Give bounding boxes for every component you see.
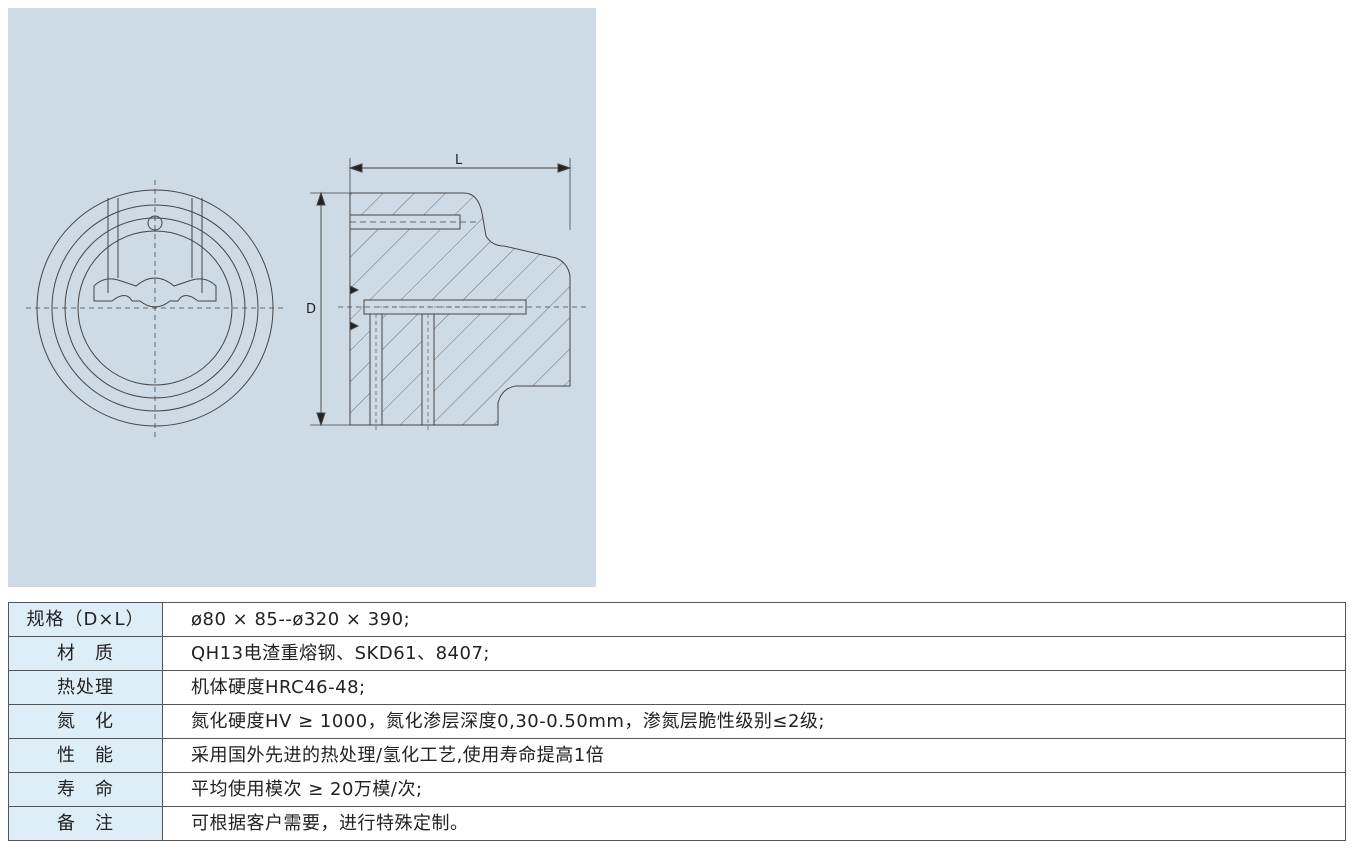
spec-value: 氮化硬度HV ≥ 1000，氮化渗层深度0,30-0.50mm，渗氮层脆性级别≤… — [162, 704, 1346, 739]
dimension-diameter-label: D — [306, 302, 316, 317]
table-row: 材 质 QH13电渣重熔钢、SKD61、8407; — [8, 636, 1346, 671]
front-view — [26, 180, 286, 438]
table-row: 寿 命 平均使用模次 ≥ 20万模/次; — [8, 772, 1346, 807]
section-view — [310, 158, 586, 433]
spec-value: 采用国外先进的热处理/氢化工艺,使用寿命提高1倍 — [162, 738, 1346, 773]
spec-value: QH13电渣重熔钢、SKD61、8407; — [162, 636, 1346, 671]
table-row: 热处理 机体硬度HRC46-48; — [8, 670, 1346, 705]
spec-label: 规格（D×L） — [8, 602, 163, 637]
die-insert-technical-drawing: L D — [26, 153, 586, 438]
table-row: 氮 化 氮化硬度HV ≥ 1000，氮化渗层深度0,30-0.50mm，渗氮层脆… — [8, 704, 1346, 739]
spec-label: 热处理 — [8, 670, 163, 705]
spec-label: 寿 命 — [8, 772, 163, 807]
spec-value: 可根据客户需要，进行特殊定制。 — [162, 806, 1346, 841]
table-row: 备 注 可根据客户需要，进行特殊定制。 — [8, 806, 1346, 841]
technical-drawing-panel: L D — [8, 8, 596, 587]
spec-label: 氮 化 — [8, 704, 163, 739]
spec-table: 规格（D×L） ø80 × 85--ø320 × 390; 材 质 QH13电渣… — [8, 602, 1346, 841]
spec-label: 性 能 — [8, 738, 163, 773]
table-row: 规格（D×L） ø80 × 85--ø320 × 390; — [8, 602, 1346, 637]
spec-value: 机体硬度HRC46-48; — [162, 670, 1346, 705]
table-row: 性 能 采用国外先进的热处理/氢化工艺,使用寿命提高1倍 — [8, 738, 1346, 773]
spec-value: 平均使用模次 ≥ 20万模/次; — [162, 772, 1346, 807]
dimension-length-label: L — [455, 153, 463, 168]
spec-value: ø80 × 85--ø320 × 390; — [162, 602, 1346, 637]
spec-label: 备 注 — [8, 806, 163, 841]
spec-label: 材 质 — [8, 636, 163, 671]
